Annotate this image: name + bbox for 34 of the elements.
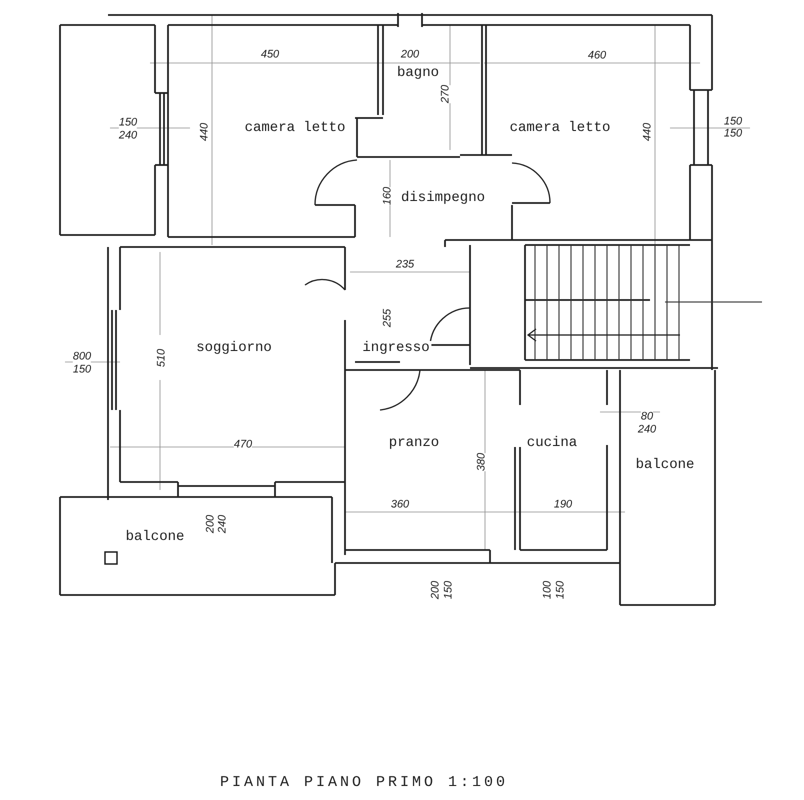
dimension-label: 150: [118, 118, 138, 128]
room-label: disimpegno: [399, 191, 487, 205]
dimension-label: 200: [430, 580, 442, 600]
dimension-label: 440: [200, 122, 210, 142]
dimension-label: 470: [234, 440, 252, 450]
dimension-label: 255: [382, 308, 394, 328]
dimension-label: 450: [260, 50, 280, 60]
dimension-label: 270: [440, 84, 452, 104]
dimension-label: 150: [724, 116, 742, 128]
dimension-label: 240: [218, 514, 228, 534]
dimension-label: 460: [588, 50, 606, 62]
dimension-label: 150: [556, 580, 566, 600]
dimension-label: 360: [390, 500, 410, 510]
dimension-label: 510: [156, 348, 168, 368]
dimension-label: 200: [400, 50, 420, 60]
room-label: bagno: [395, 66, 441, 80]
dimension-label: 80: [640, 412, 654, 422]
dimension-label: 100: [542, 580, 554, 600]
dimension-label: 380: [476, 452, 488, 472]
plan-caption: PIANTA PIANO PRIMO 1:100: [220, 773, 508, 793]
dimension-label: 800: [72, 352, 92, 362]
dimension-label: 150: [72, 364, 92, 376]
dimension-label: 440: [642, 122, 654, 142]
dimension-label: 240: [118, 130, 138, 142]
dimension-label: 150: [724, 128, 742, 140]
room-label: ingresso: [360, 341, 432, 355]
dimension-label: 190: [554, 500, 572, 510]
room-label: pranzo: [386, 436, 442, 450]
dimension-label: 240: [638, 424, 656, 436]
dimension-label: 160: [382, 186, 394, 206]
dimension-label: 150: [444, 580, 454, 600]
dimension-label: 200: [206, 514, 216, 534]
room-label: soggiorno: [194, 341, 274, 355]
dimension-label: 235: [396, 260, 414, 270]
